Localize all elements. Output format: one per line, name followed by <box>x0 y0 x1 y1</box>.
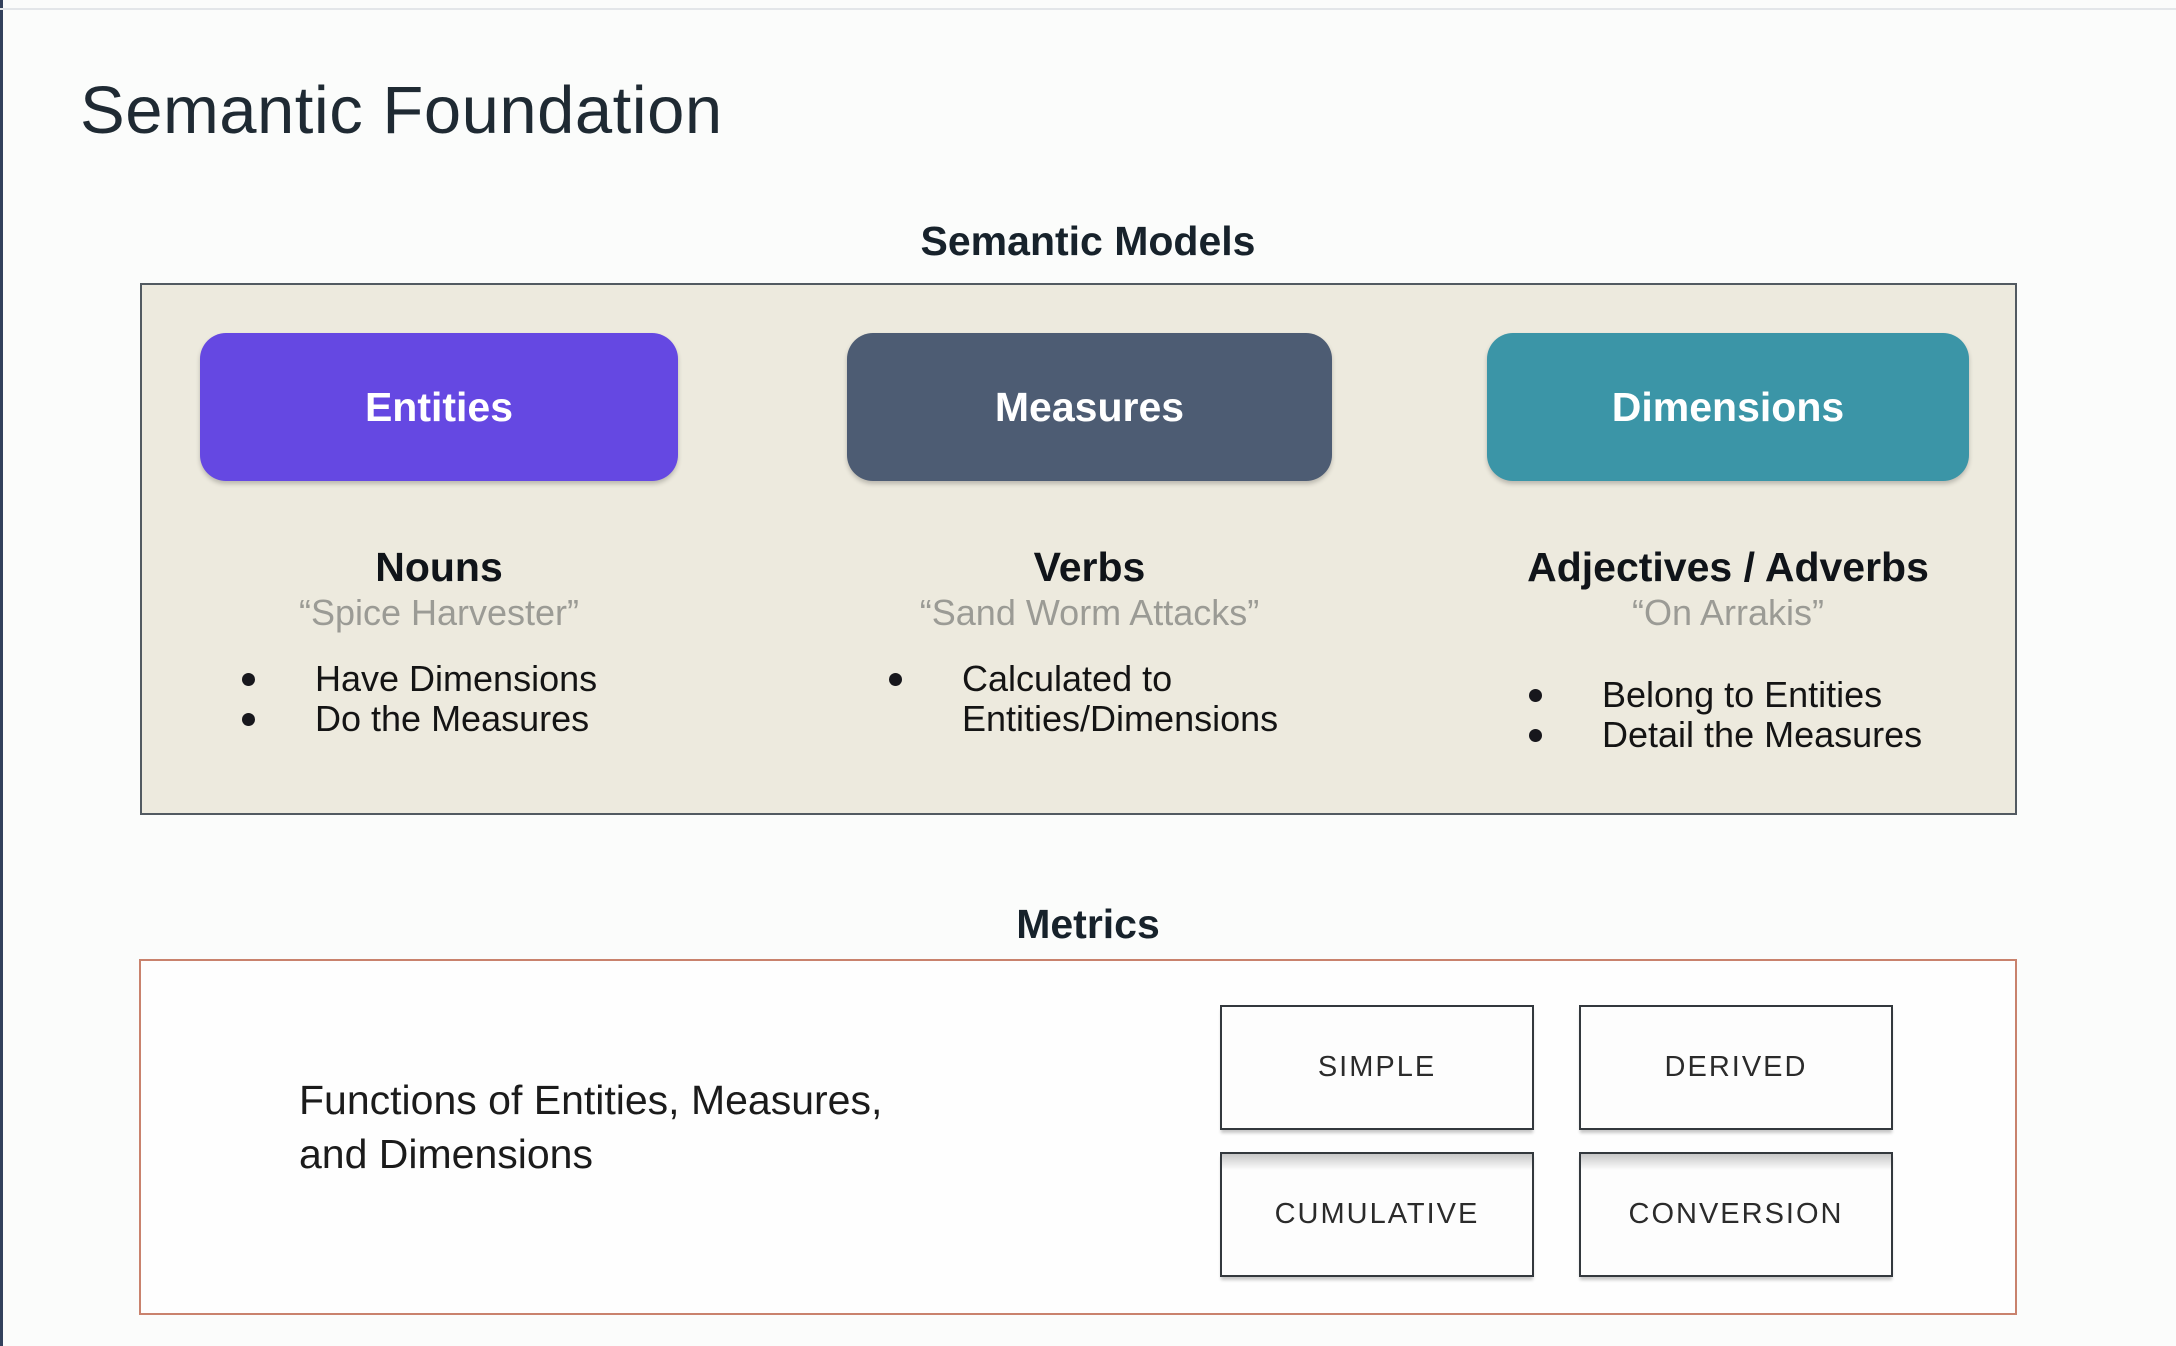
metric-type-derived: DERIVED <box>1579 1005 1893 1130</box>
bullet-label: Do the Measures <box>315 698 590 739</box>
metrics-heading: Metrics <box>1016 901 1160 947</box>
entities-column: Entities Nouns “Spice Harvester” Have Di… <box>200 285 678 739</box>
semantic-models-panel: Entities Nouns “Spice Harvester” Have Di… <box>140 283 2017 815</box>
window-left-border <box>0 0 3 1346</box>
measures-example: “Sand Worm Attacks” <box>919 592 1260 633</box>
metrics-description-line2: and Dimensions <box>299 1131 593 1177</box>
list-item: Have Dimensions <box>242 659 678 699</box>
bullet-label: Belong to Entities <box>1602 674 1883 715</box>
bullet-icon <box>242 673 255 686</box>
entities-pill: Entities <box>200 333 678 481</box>
measures-column: Measures Verbs “Sand Worm Attacks” Calcu… <box>847 285 1332 739</box>
bullet-label: Detail the Measures <box>1602 714 1923 755</box>
bullet-icon <box>1529 689 1542 702</box>
bullet-label: Have Dimensions <box>315 658 598 699</box>
dimensions-example: “On Arrakis” <box>1631 592 1825 633</box>
list-item: Belong to Entities <box>1529 675 1969 715</box>
bullet-icon <box>889 673 902 686</box>
metric-type-simple: SIMPLE <box>1220 1005 1534 1130</box>
window-top-border <box>0 8 2176 10</box>
metrics-description: Functions of Entities, Measures, and Dim… <box>299 1073 882 1181</box>
entities-bullet-list: Have Dimensions Do the Measures <box>200 659 678 739</box>
bullet-icon <box>1529 729 1542 742</box>
dimensions-word-type: Adjectives / Adverbs <box>1527 544 1929 590</box>
metrics-panel: Functions of Entities, Measures, and Dim… <box>139 959 2017 1315</box>
dimensions-bullet-list: Belong to Entities Detail the Measures <box>1487 675 1969 755</box>
list-item: Do the Measures <box>242 699 678 739</box>
measures-bullet-list: Calculated to Entities/Dimensions <box>847 659 1332 739</box>
list-item: Calculated to Entities/Dimensions <box>889 659 1332 739</box>
measures-word-type: Verbs <box>1033 544 1146 590</box>
semantic-models-heading: Semantic Models <box>920 218 1256 264</box>
metric-type-cumulative: CUMULATIVE <box>1220 1152 1534 1277</box>
entities-example: “Spice Harvester” <box>298 592 580 633</box>
measures-pill: Measures <box>847 333 1332 481</box>
dimensions-pill: Dimensions <box>1487 333 1969 481</box>
metric-type-conversion: CONVERSION <box>1579 1152 1893 1277</box>
page-title: Semantic Foundation <box>80 73 723 148</box>
list-item: Detail the Measures <box>1529 715 1969 755</box>
entities-word-type: Nouns <box>375 544 503 590</box>
metrics-description-line1: Functions of Entities, Measures, <box>299 1077 883 1123</box>
bullet-icon <box>242 713 255 726</box>
dimensions-column: Dimensions Adjectives / Adverbs “On Arra… <box>1487 285 1969 755</box>
bullet-label: Calculated to Entities/Dimensions <box>962 658 1279 739</box>
